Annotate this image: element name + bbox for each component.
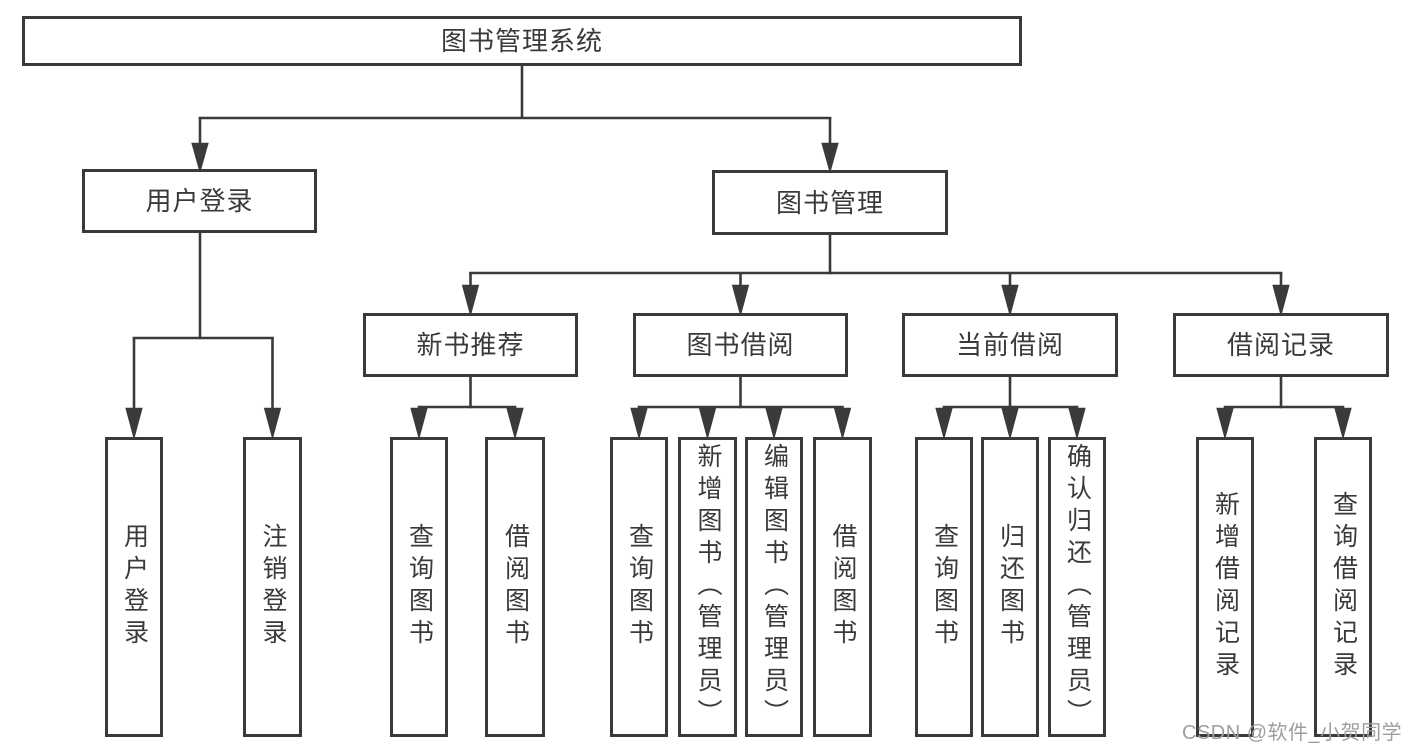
node-root: 图书管理系统 xyxy=(22,16,1022,66)
node-new-book-recommend-label: 新书推荐 xyxy=(416,330,525,360)
node-book-management-label: 图书管理 xyxy=(775,187,884,218)
node-book-borrowing: 图书借阅 xyxy=(633,313,848,377)
node-current-borrowing-label: 当前借阅 xyxy=(955,330,1064,360)
leaf-query-books-recommend-label: 查询图书 xyxy=(405,523,434,651)
leaf-add-borrow-record: 新增借阅记录 xyxy=(1196,437,1254,737)
node-user-login: 用户登录 xyxy=(82,169,317,233)
leaf-confirm-return-admin-label: 确认归还（管理员） xyxy=(1063,443,1092,731)
leaf-add-borrow-record-label: 新增借阅记录 xyxy=(1211,491,1240,683)
node-current-borrowing: 当前借阅 xyxy=(902,313,1118,377)
leaf-edit-books-admin-label: 编辑图书（管理员） xyxy=(760,443,789,731)
leaf-query-borrow-record-label: 查询借阅记录 xyxy=(1329,491,1358,683)
leaf-query-books-borrowing-label: 查询图书 xyxy=(625,523,654,651)
leaf-logout: 注销登录 xyxy=(243,437,302,737)
leaf-query-books-current: 查询图书 xyxy=(915,437,973,737)
leaf-logout-label: 注销登录 xyxy=(259,523,287,651)
node-borrowing-records: 借阅记录 xyxy=(1173,313,1389,377)
node-book-borrowing-label: 图书借阅 xyxy=(686,330,795,360)
leaf-query-books-current-label: 查询图书 xyxy=(930,523,959,651)
leaf-edit-books-admin: 编辑图书（管理员） xyxy=(745,437,803,737)
leaf-confirm-return-admin: 确认归还（管理员） xyxy=(1048,437,1106,737)
leaf-add-books-admin: 新增图书（管理员） xyxy=(678,437,737,737)
watermark: CSDN @软件_小贺同学 xyxy=(1182,722,1403,744)
node-root-label: 图书管理系统 xyxy=(440,26,603,56)
leaf-user-login: 用户登录 xyxy=(105,437,163,737)
node-new-book-recommend: 新书推荐 xyxy=(363,313,578,377)
leaf-query-books-recommend: 查询图书 xyxy=(390,437,448,737)
leaf-return-books-label: 归还图书 xyxy=(996,523,1025,651)
leaf-add-books-admin-label: 新增图书（管理员） xyxy=(694,443,722,731)
leaf-borrow-books-recommend-label: 借阅图书 xyxy=(501,523,530,651)
leaf-return-books: 归还图书 xyxy=(981,437,1039,737)
leaf-borrow-books-label: 借阅图书 xyxy=(829,523,857,651)
node-borrowing-records-label: 借阅记录 xyxy=(1226,330,1335,360)
leaf-borrow-books: 借阅图书 xyxy=(813,437,872,737)
leaf-user-login-label: 用户登录 xyxy=(120,523,149,651)
leaf-query-books-borrowing: 查询图书 xyxy=(610,437,668,737)
leaf-query-borrow-record: 查询借阅记录 xyxy=(1314,437,1372,737)
node-user-login-label: 用户登录 xyxy=(145,186,254,216)
node-book-management: 图书管理 xyxy=(712,170,948,235)
leaf-borrow-books-recommend: 借阅图书 xyxy=(485,437,545,737)
